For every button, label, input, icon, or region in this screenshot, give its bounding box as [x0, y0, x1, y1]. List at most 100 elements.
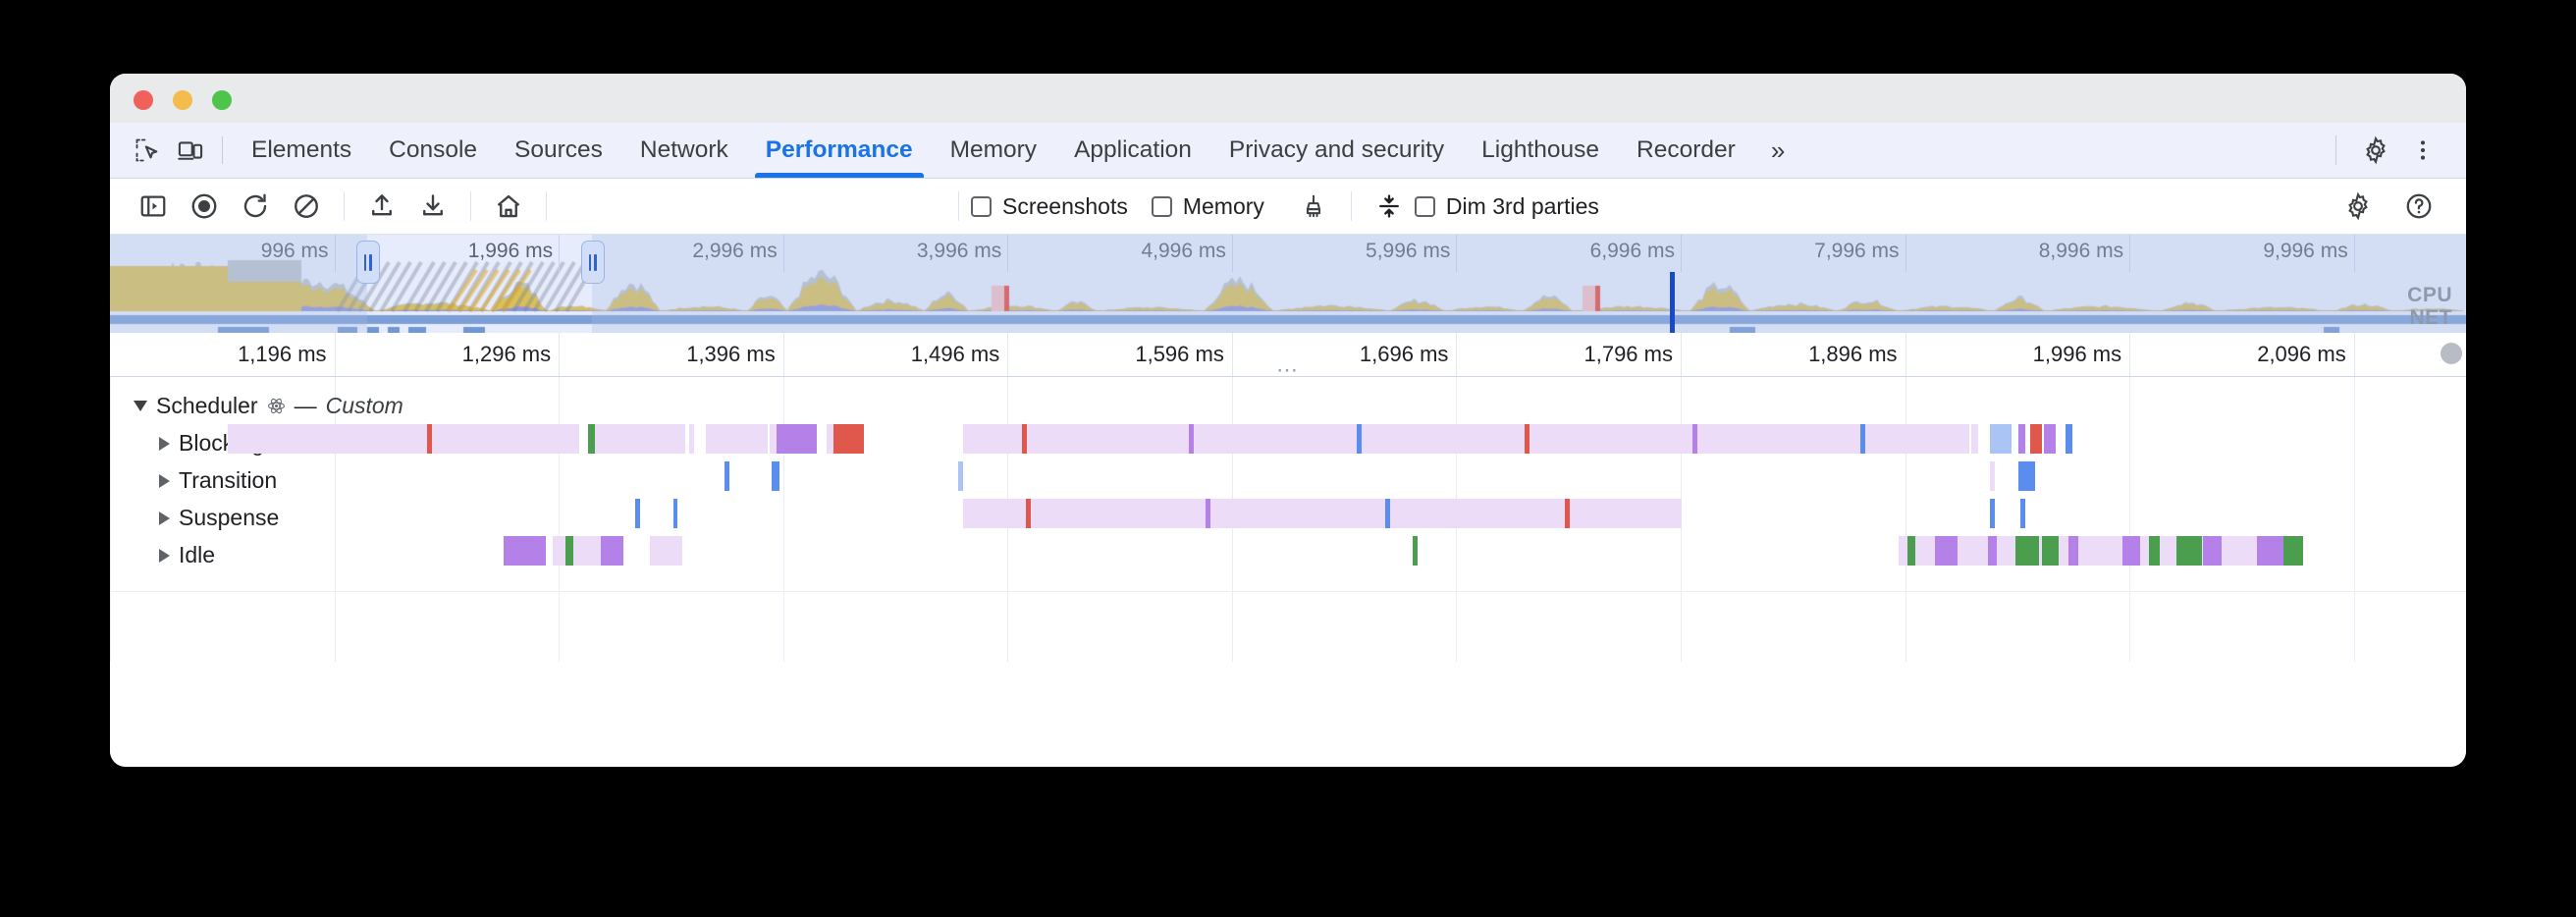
- flame-bar[interactable]: [689, 424, 695, 454]
- gear-icon[interactable]: [2354, 131, 2397, 170]
- cpu-track-label: CPU: [2407, 284, 2452, 306]
- record-icon[interactable]: [179, 185, 230, 228]
- flame-bar[interactable]: [346, 424, 579, 454]
- tab-privacy-and-security[interactable]: Privacy and security: [1228, 136, 1445, 163]
- flame-bar[interactable]: [1990, 499, 1995, 528]
- maximize-window-button[interactable]: [212, 90, 232, 110]
- inspect-element-icon[interactable]: [126, 131, 169, 170]
- devtools-window: Elements Console Sources Network Perform…: [110, 74, 2466, 767]
- flame-bar-segment: [2203, 536, 2223, 566]
- toolbar-divider-4: [958, 191, 959, 221]
- toolbar-divider-5: [1350, 191, 1352, 221]
- flame-bar-segment: [1907, 536, 1916, 566]
- tab-recorder[interactable]: Recorder: [1637, 136, 1736, 163]
- vertical-scrollbar-thumb[interactable]: [2441, 343, 2462, 364]
- sidebar-toggle-icon[interactable]: [128, 185, 179, 228]
- memory-label: Memory: [1182, 192, 1264, 219]
- more-tabs-icon[interactable]: »: [1770, 135, 1786, 165]
- flame-bar[interactable]: [1990, 461, 1995, 491]
- flame-bar[interactable]: [228, 424, 346, 454]
- flame-bar[interactable]: [1898, 536, 2304, 566]
- toolbar-divider: [222, 136, 223, 164]
- screenshots-label: Screenshots: [1002, 192, 1128, 219]
- flame-bar[interactable]: [832, 424, 864, 454]
- minimize-window-button[interactable]: [173, 90, 192, 110]
- dim-3rd-parties-checkbox[interactable]: Dim 3rd parties: [1414, 193, 1599, 220]
- upload-icon[interactable]: [356, 185, 407, 228]
- flame-bar[interactable]: [2018, 424, 2026, 454]
- close-window-button[interactable]: [134, 90, 153, 110]
- track-row-transition[interactable]: Transition: [159, 467, 277, 494]
- more-vertical-icon[interactable]: [2401, 131, 2444, 170]
- tab-sources[interactable]: Sources: [514, 136, 603, 163]
- tab-memory[interactable]: Memory: [949, 136, 1038, 163]
- flame-bar-segment: [1564, 499, 1570, 528]
- flame-bar[interactable]: [2018, 461, 2035, 491]
- memory-checkbox-box[interactable]: [1151, 195, 1172, 217]
- flame-bar[interactable]: [595, 424, 685, 454]
- flame-bar[interactable]: [962, 424, 1969, 454]
- garbage-collect-brush-icon[interactable]: [1288, 185, 1339, 228]
- overview-window-handle-right[interactable]: [580, 241, 605, 284]
- flame-bar[interactable]: [1971, 424, 1979, 454]
- clear-icon[interactable]: [281, 185, 332, 228]
- tab-elements[interactable]: Elements: [251, 136, 352, 163]
- flame-bar[interactable]: [826, 424, 833, 454]
- tab-network[interactable]: Network: [639, 136, 728, 163]
- overview-window-handle-left[interactable]: [355, 241, 380, 284]
- expand-icon-blocking[interactable]: [159, 436, 170, 451]
- track-row-idle[interactable]: Idle: [159, 542, 215, 568]
- expand-collapse-icon[interactable]: [134, 401, 147, 411]
- reload-record-icon[interactable]: [230, 185, 281, 228]
- track-group-scheduler[interactable]: Scheduler — Custom: [134, 393, 403, 419]
- flame-chart-tracks[interactable]: Scheduler — Custom Blocking Transition S…: [110, 377, 2466, 662]
- expand-icon-suspense[interactable]: [159, 511, 170, 525]
- download-icon[interactable]: [407, 185, 458, 228]
- overview-tick-label: 996 ms: [260, 240, 329, 262]
- screenshots-checkbox-box[interactable]: [971, 195, 992, 217]
- flame-bar-segment: [1988, 536, 1998, 566]
- flame-bar[interactable]: [2030, 424, 2042, 454]
- flame-bar[interactable]: [777, 424, 817, 454]
- tab-console[interactable]: Console: [389, 136, 478, 163]
- tab-application[interactable]: Application: [1074, 136, 1192, 163]
- flame-bar[interactable]: [2044, 424, 2057, 454]
- flame-bar[interactable]: [649, 536, 683, 566]
- track-row-suspense[interactable]: Suspense: [159, 505, 279, 531]
- expand-icon-transition[interactable]: [159, 473, 170, 488]
- help-icon[interactable]: [2393, 185, 2444, 228]
- expand-icon-idle[interactable]: [159, 548, 170, 563]
- flame-bar[interactable]: [503, 536, 546, 566]
- home-icon[interactable]: [483, 185, 534, 228]
- flame-bar[interactable]: [962, 499, 1682, 528]
- flame-bar[interactable]: [770, 424, 778, 454]
- flame-bar[interactable]: [672, 499, 678, 528]
- flame-bar[interactable]: [588, 424, 596, 454]
- tab-lighthouse[interactable]: Lighthouse: [1481, 136, 1600, 163]
- flame-bar-segment: [427, 424, 433, 454]
- flame-bar-segment: [2122, 536, 2141, 566]
- flame-bar[interactable]: [2066, 424, 2073, 454]
- flame-bar[interactable]: [1413, 536, 1418, 566]
- grid-line: [559, 377, 561, 662]
- tab-performance[interactable]: Performance: [747, 123, 932, 178]
- flame-bar[interactable]: [724, 461, 730, 491]
- capture-settings-gear-icon[interactable]: [2333, 185, 2384, 228]
- screenshots-checkbox[interactable]: Screenshots: [971, 193, 1128, 220]
- resize-grip[interactable]: ⋯: [1276, 357, 1300, 382]
- flame-bar-segment: [1960, 536, 1977, 566]
- flame-bar[interactable]: [635, 499, 640, 528]
- flame-bar[interactable]: [772, 461, 779, 491]
- flame-bar[interactable]: [958, 461, 963, 491]
- flame-bar[interactable]: [2020, 499, 2026, 528]
- collapse-arrows-icon[interactable]: [1364, 185, 1415, 228]
- memory-checkbox[interactable]: Memory: [1151, 192, 1264, 220]
- dim-3rd-parties-checkbox-box[interactable]: [1414, 195, 1435, 217]
- flame-bar[interactable]: [1990, 424, 2012, 454]
- device-toolbar-icon[interactable]: [169, 131, 212, 170]
- overview-dim-left: [110, 235, 367, 333]
- flame-bar[interactable]: [706, 424, 768, 454]
- flame-bar[interactable]: [553, 536, 624, 566]
